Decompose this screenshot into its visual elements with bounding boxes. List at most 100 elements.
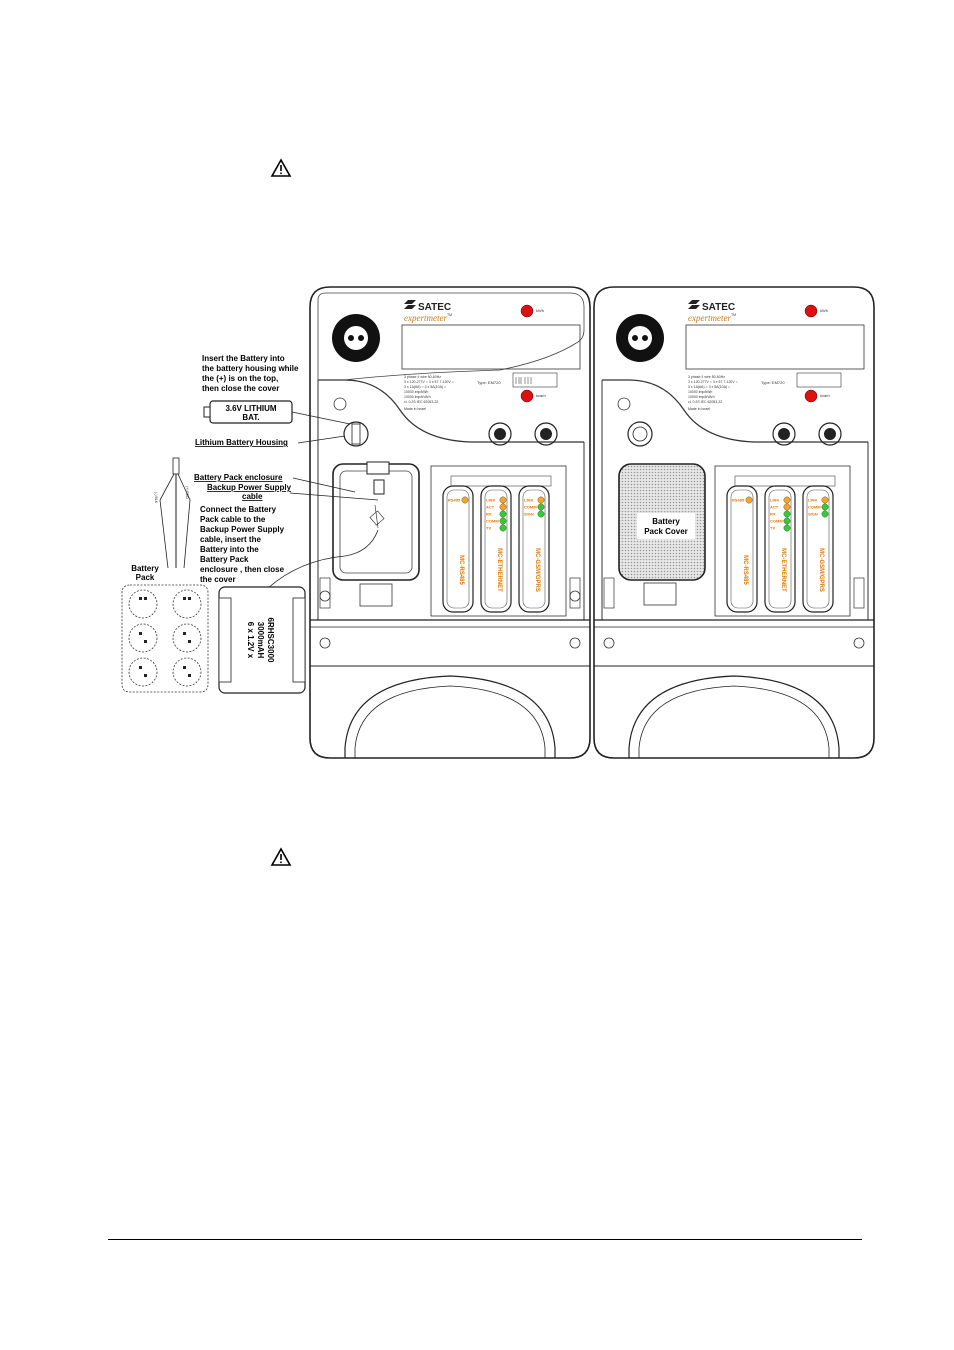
led-label: COMM	[770, 519, 783, 524]
led-label: RX	[486, 512, 492, 517]
module-name: MC-RS485	[458, 555, 464, 585]
rating-line: 10000 imp/kVArh	[404, 395, 431, 399]
connect-pack-label: Battery into the	[200, 545, 259, 554]
insert-battery-label: the battery housing while	[202, 364, 299, 373]
rating-line: 3 x 120-277V ○ 3 x 57.7-120V ○	[404, 380, 454, 384]
led-label: ACT	[770, 505, 779, 510]
product-text: expertmeter	[688, 313, 731, 323]
status-led	[499, 524, 507, 532]
module-name: MC-GSM/GPRS	[534, 548, 540, 592]
status-led	[821, 496, 829, 504]
status-led	[499, 510, 507, 518]
status-led	[537, 503, 545, 511]
lithium-battery-label: 3.6V LITHIUM	[225, 404, 276, 413]
lithium-battery-label: BAT.	[242, 413, 259, 422]
status-led	[499, 517, 507, 525]
made-in-text: Made in Israel	[404, 407, 426, 411]
meter-open: SATEC expertmeter TM kWh 3 phase 4 wire …	[309, 286, 591, 759]
status-led	[499, 496, 507, 504]
pack-spec-label: 3000mAH	[256, 622, 265, 659]
status-led	[537, 496, 545, 504]
status-led	[499, 503, 507, 511]
status-led	[783, 517, 791, 525]
comm-module: LINK COMM SIGN MC-GSM/GPRS	[518, 485, 550, 613]
status-led	[783, 503, 791, 511]
kwh-label: kWh	[536, 308, 544, 313]
wire-black-label: (-) BLK	[154, 492, 158, 504]
status-led	[783, 524, 791, 532]
led-label: SIGN	[524, 512, 534, 517]
lithium-battery: 3.6V LITHIUM BAT.	[203, 400, 293, 424]
rating-line: 10000 imp/kVArh	[688, 395, 715, 399]
rating-line: cl. 0.2S IEC 62053-22	[688, 400, 722, 404]
kwh-label: kWh	[820, 308, 828, 313]
led-label: LINK	[808, 498, 817, 503]
battery-pack-spec: 6 x 1.2V x 3000mAH 6RHSC3000	[218, 586, 306, 694]
led-label: RS485	[448, 498, 461, 503]
kvarh-label: kvarh	[536, 393, 546, 398]
led-label: ACT	[486, 505, 495, 510]
rating-plate: 3 phase 4 wire 50-60Hz 3 x 120-277V ○ 3 …	[688, 375, 738, 411]
battery-pack-label: Pack	[136, 573, 155, 582]
battery-pack-label: Battery	[131, 564, 159, 573]
led-label: LINK	[524, 498, 533, 503]
led-label: RS485	[732, 498, 745, 503]
insert-battery-label: then close the cover	[202, 384, 279, 393]
status-led	[783, 496, 791, 504]
led-label: LINK	[486, 498, 495, 503]
led-label: TX	[486, 526, 491, 531]
rating-line: 3 x 1A(6A) ○ 3 x 5A(10A) ○	[404, 385, 446, 389]
status-led	[783, 510, 791, 518]
connect-pack-label: Battery Pack	[200, 555, 249, 564]
insert-battery-label: Insert the Battery into	[202, 354, 285, 363]
led-label: RX	[770, 512, 776, 517]
connect-pack-label: cable, insert the	[200, 535, 261, 544]
led-label: TX	[770, 526, 775, 531]
kvarh-label: kvarh	[820, 393, 830, 398]
type-label: Type: EM720	[477, 380, 501, 385]
status-led	[745, 496, 753, 504]
pack-spec-label: 6RHSC3000	[266, 618, 275, 663]
meter-closed: SATEC expertmeter TM kWh 3 phase 4 wire …	[593, 286, 875, 759]
pack-cover-label: Battery	[652, 517, 680, 526]
led-label: LINK	[770, 498, 779, 503]
led-label: COMM	[524, 505, 537, 510]
rating-line: cl. 0.2S IEC 62053-22	[404, 400, 438, 404]
wire-red-label: (+) RED	[185, 486, 189, 499]
led-label: COMM	[808, 505, 821, 510]
status-led	[821, 503, 829, 511]
rating-line: 3 x 1A(6A) ○ 3 x 5A(10A) ○	[688, 385, 730, 389]
brand-text: SATEC	[702, 302, 735, 313]
brand-text: SATEC	[418, 302, 451, 313]
warning-triangle-icon	[270, 847, 292, 866]
status-led	[537, 510, 545, 518]
rating-line: 10000 imp/kWh	[404, 390, 428, 394]
type-label: Type: EM720	[761, 380, 785, 385]
connect-pack-label: the cover	[200, 575, 236, 584]
made-in-text: Made in Israel	[688, 407, 710, 411]
product-text: expertmeter	[404, 313, 447, 323]
warning-triangle-icon	[270, 158, 292, 177]
rating-line: 10000 imp/kWh	[688, 390, 712, 394]
trademark-text: TM	[447, 313, 452, 317]
rating-line: 3 x 120-277V ○ 3 x 57.7-120V ○	[688, 380, 738, 384]
insert-battery-label: the (+) is on the top,	[202, 374, 278, 383]
backup-cable-label: Backup Power Supply	[207, 483, 292, 492]
battery-pack-wires: (-) BLK (+) RED	[154, 457, 191, 569]
callout-labels: Insert the Battery into the battery hous…	[121, 354, 385, 694]
rating-line: 3 phase 4 wire 50-60Hz	[688, 375, 725, 379]
rating-plate: 3 phase 4 wire 50-60Hz 3 x 120-277V ○ 3 …	[404, 375, 454, 411]
trademark-text: TM	[731, 313, 736, 317]
connect-pack-label: Backup Power Supply	[200, 525, 285, 534]
backup-cable-label: cable	[242, 492, 263, 501]
pack-cover-label: Pack Cover	[644, 527, 688, 536]
module-name: MC-ETHERNET	[496, 548, 502, 592]
connect-pack-label: Connect the Battery	[200, 505, 277, 514]
connect-pack-label: enclosure , then close	[200, 565, 285, 574]
module-name: MC-RS485	[742, 555, 748, 585]
